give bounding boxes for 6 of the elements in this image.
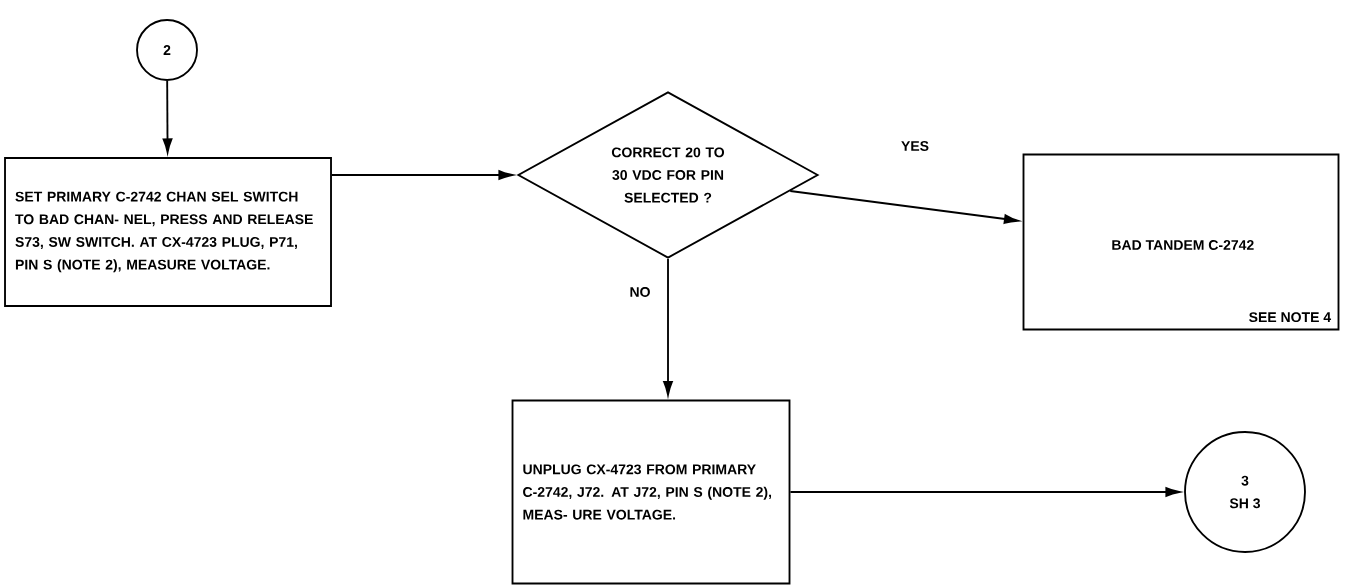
arrow — [663, 258, 673, 396]
process-box: UNPLUG CX-4723 FROM PRIMARY C-2742, J72. AT J72, PIN S (NOTE 2), MEAS- URE VOLTAGE. — [511, 399, 791, 585]
process-box: SET PRIMARY C-2742 CHAN SEL SWITCH TO BAD CHAN- NEL, PRESS AND RELEASE S73, SW SWITCH. AT CX-4723 PLUG, P71, PIN S (NOTE 2), MEASURE VOLTAGE. — [4, 157, 332, 307]
process-box: BAD TANDEM C-2742 SEE NOTE 4 — [1022, 153, 1340, 331]
edge-label: YES — [899, 139, 931, 153]
edge-label: NO — [628, 285, 652, 299]
